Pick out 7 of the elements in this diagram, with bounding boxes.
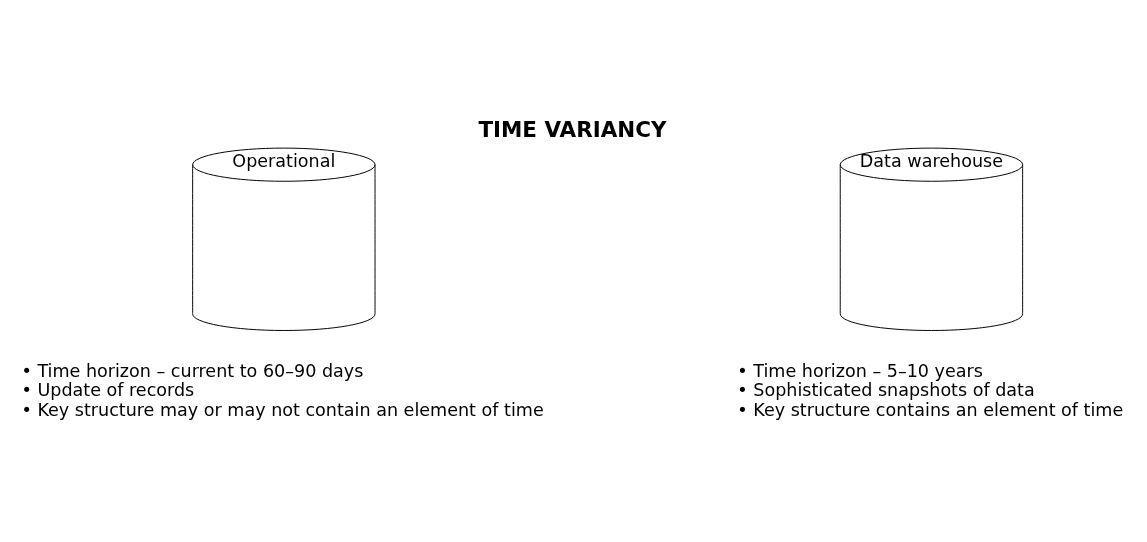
- diagram-title: TIME VARIANCY: [478, 116, 667, 142]
- node-label: • Update of records: [21, 380, 195, 401]
- node-label: • Sophisticated snapshots of data: [737, 380, 1035, 401]
- node-label: • Key structure may or may not contain an element of time: [21, 399, 544, 420]
- node-label: • Key structure contains an element of time: [737, 399, 1124, 420]
- node-label: • Time horizon – 5–10 years: [737, 360, 983, 381]
- node-label: • Time horizon – current to 60–90 days: [21, 360, 364, 381]
